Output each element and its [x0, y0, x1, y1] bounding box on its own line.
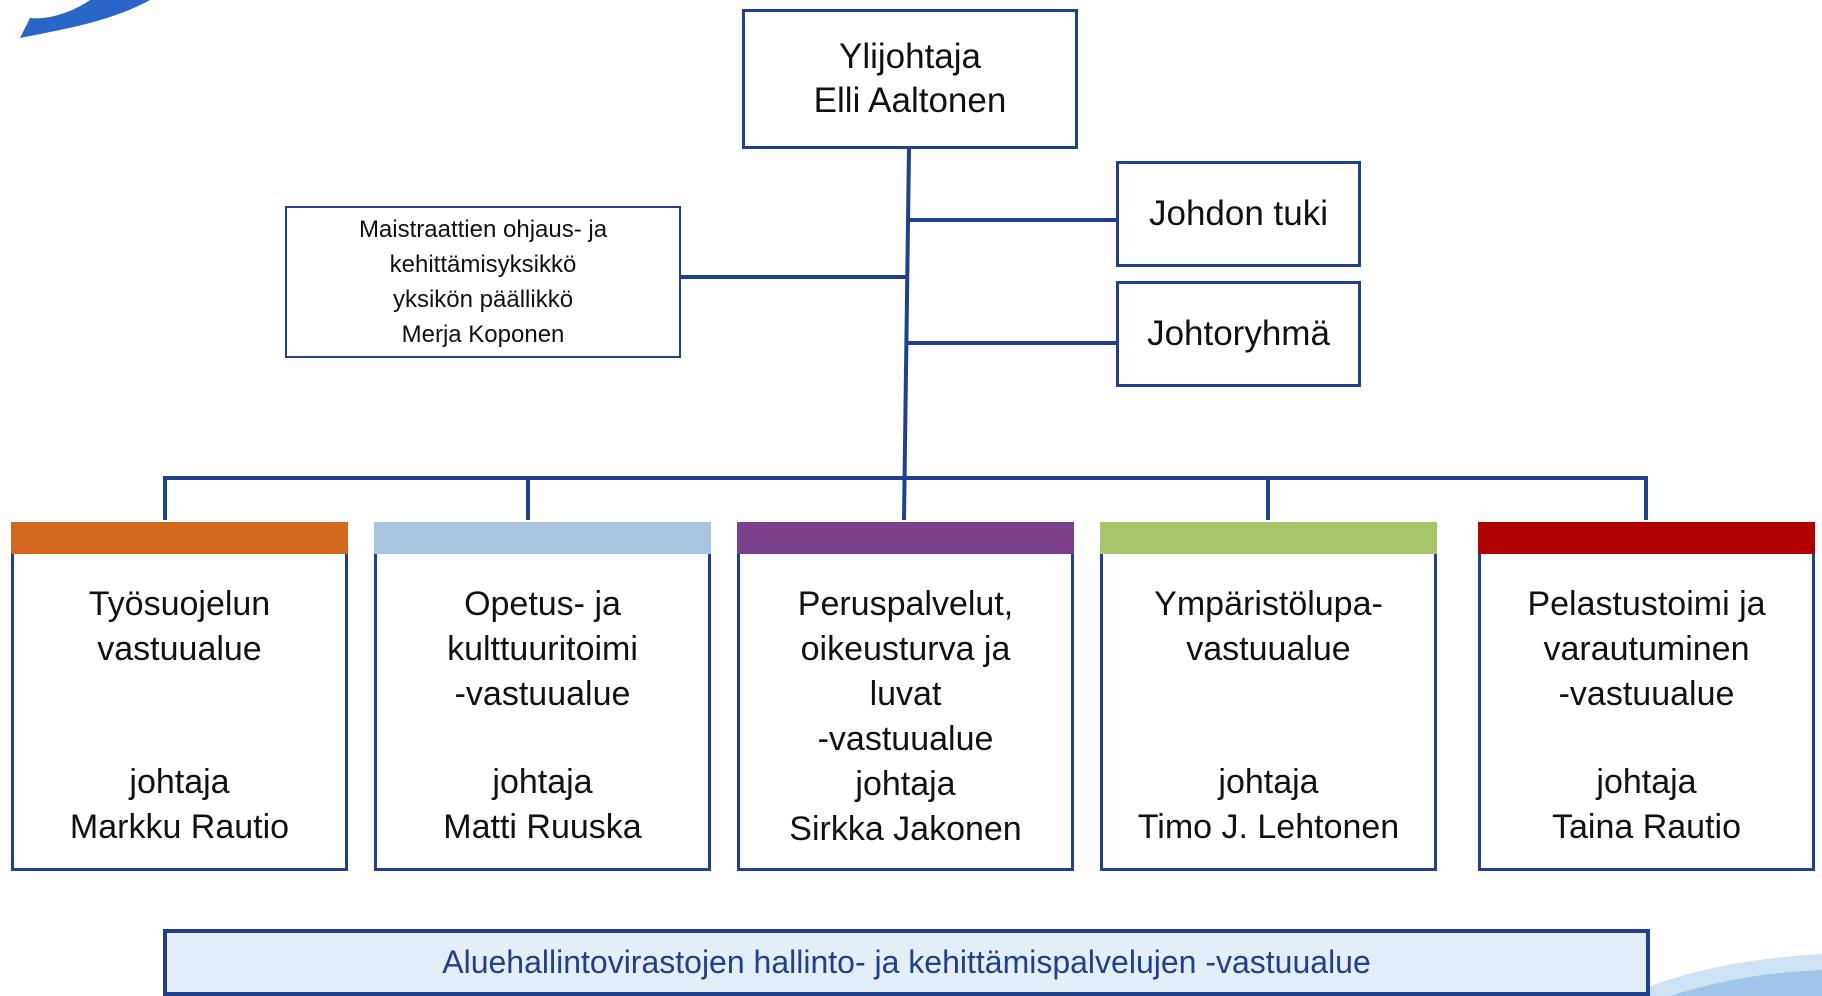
support-box: Johdon tuki [1116, 161, 1361, 267]
unit-box: Maistraattien ohjaus- ja kehittämisyksik… [285, 206, 681, 358]
bottom-area-label: Aluehallintovirastojen hallinto- ja kehi… [442, 944, 1371, 980]
area-person: Markku Rautio [69, 808, 290, 846]
area-color-bar [1478, 522, 1815, 554]
area-box: Opetus- ja kulttuuritoimi -vastuualue jo… [374, 522, 711, 871]
management-box: Johtoryhmä [1116, 281, 1361, 387]
area-box: Ympäristölupa- vastuualue johtaja Timo J… [1100, 522, 1437, 871]
bottom-area-bar: Aluehallintovirastojen hallinto- ja kehi… [163, 929, 1650, 996]
area-person: Sirkka Jakonen [789, 810, 1022, 848]
area-name-line: Opetus- ja [464, 585, 621, 623]
area-name-line: kulttuuritoimi [447, 630, 638, 668]
area-color-bar [11, 522, 348, 554]
area-role: johtaja [1218, 763, 1319, 801]
area-name-line: Työsuojelun [88, 585, 271, 623]
unit-line: yksikön päällikkö [392, 286, 574, 313]
area-person: Matti Ruuska [443, 808, 642, 846]
area-box: Pelastustoimi ja varautuminen -vastuualu… [1478, 522, 1815, 871]
director-title: Ylijohtaja [838, 37, 982, 76]
area-role: johtaja [492, 763, 593, 801]
unit-line: Maistraattien ohjaus- ja [358, 216, 608, 243]
director-box: Ylijohtaja Elli Aaltonen [742, 9, 1078, 149]
area-name-line: -vastuualue [1558, 675, 1735, 713]
area-color-bar [374, 522, 711, 554]
area-color-bar [737, 522, 1074, 554]
area-box: Peruspalvelut, oikeusturva ja luvat -vas… [737, 522, 1074, 871]
area-role: johtaja [855, 765, 956, 803]
wave-decoration-icon [1640, 954, 1822, 996]
unit-line: kehittämisyksikkö [389, 251, 577, 278]
area-person: Taina Rautio [1551, 808, 1741, 846]
area-name-line: vastuualue [97, 630, 262, 668]
area-name-line: Ympäristölupa- [1154, 585, 1383, 623]
support-label: Johdon tuki [1148, 194, 1329, 233]
area-color-bar [1100, 522, 1437, 554]
area-name-line: varautuminen [1543, 630, 1750, 668]
area-name-line: -vastuualue [454, 675, 631, 713]
logo-icon [20, 0, 150, 38]
area-role: johtaja [1596, 763, 1697, 801]
unit-line: Merja Koponen [401, 321, 565, 348]
area-name-line: Peruspalvelut, [797, 585, 1014, 623]
management-label: Johtoryhmä [1147, 314, 1330, 353]
area-person: Timo J. Lehtonen [1137, 808, 1400, 846]
area-name-line: luvat [869, 675, 942, 713]
area-name-line: Pelastustoimi ja [1527, 585, 1766, 623]
area-role: johtaja [129, 763, 230, 801]
area-name-line: vastuualue [1186, 630, 1351, 668]
director-name: Elli Aaltonen [813, 81, 1007, 120]
area-name-line: oikeusturva ja [800, 630, 1011, 668]
area-name-line: -vastuualue [817, 720, 994, 758]
area-box: Työsuojelun vastuualue johtaja Markku Ra… [11, 522, 348, 871]
